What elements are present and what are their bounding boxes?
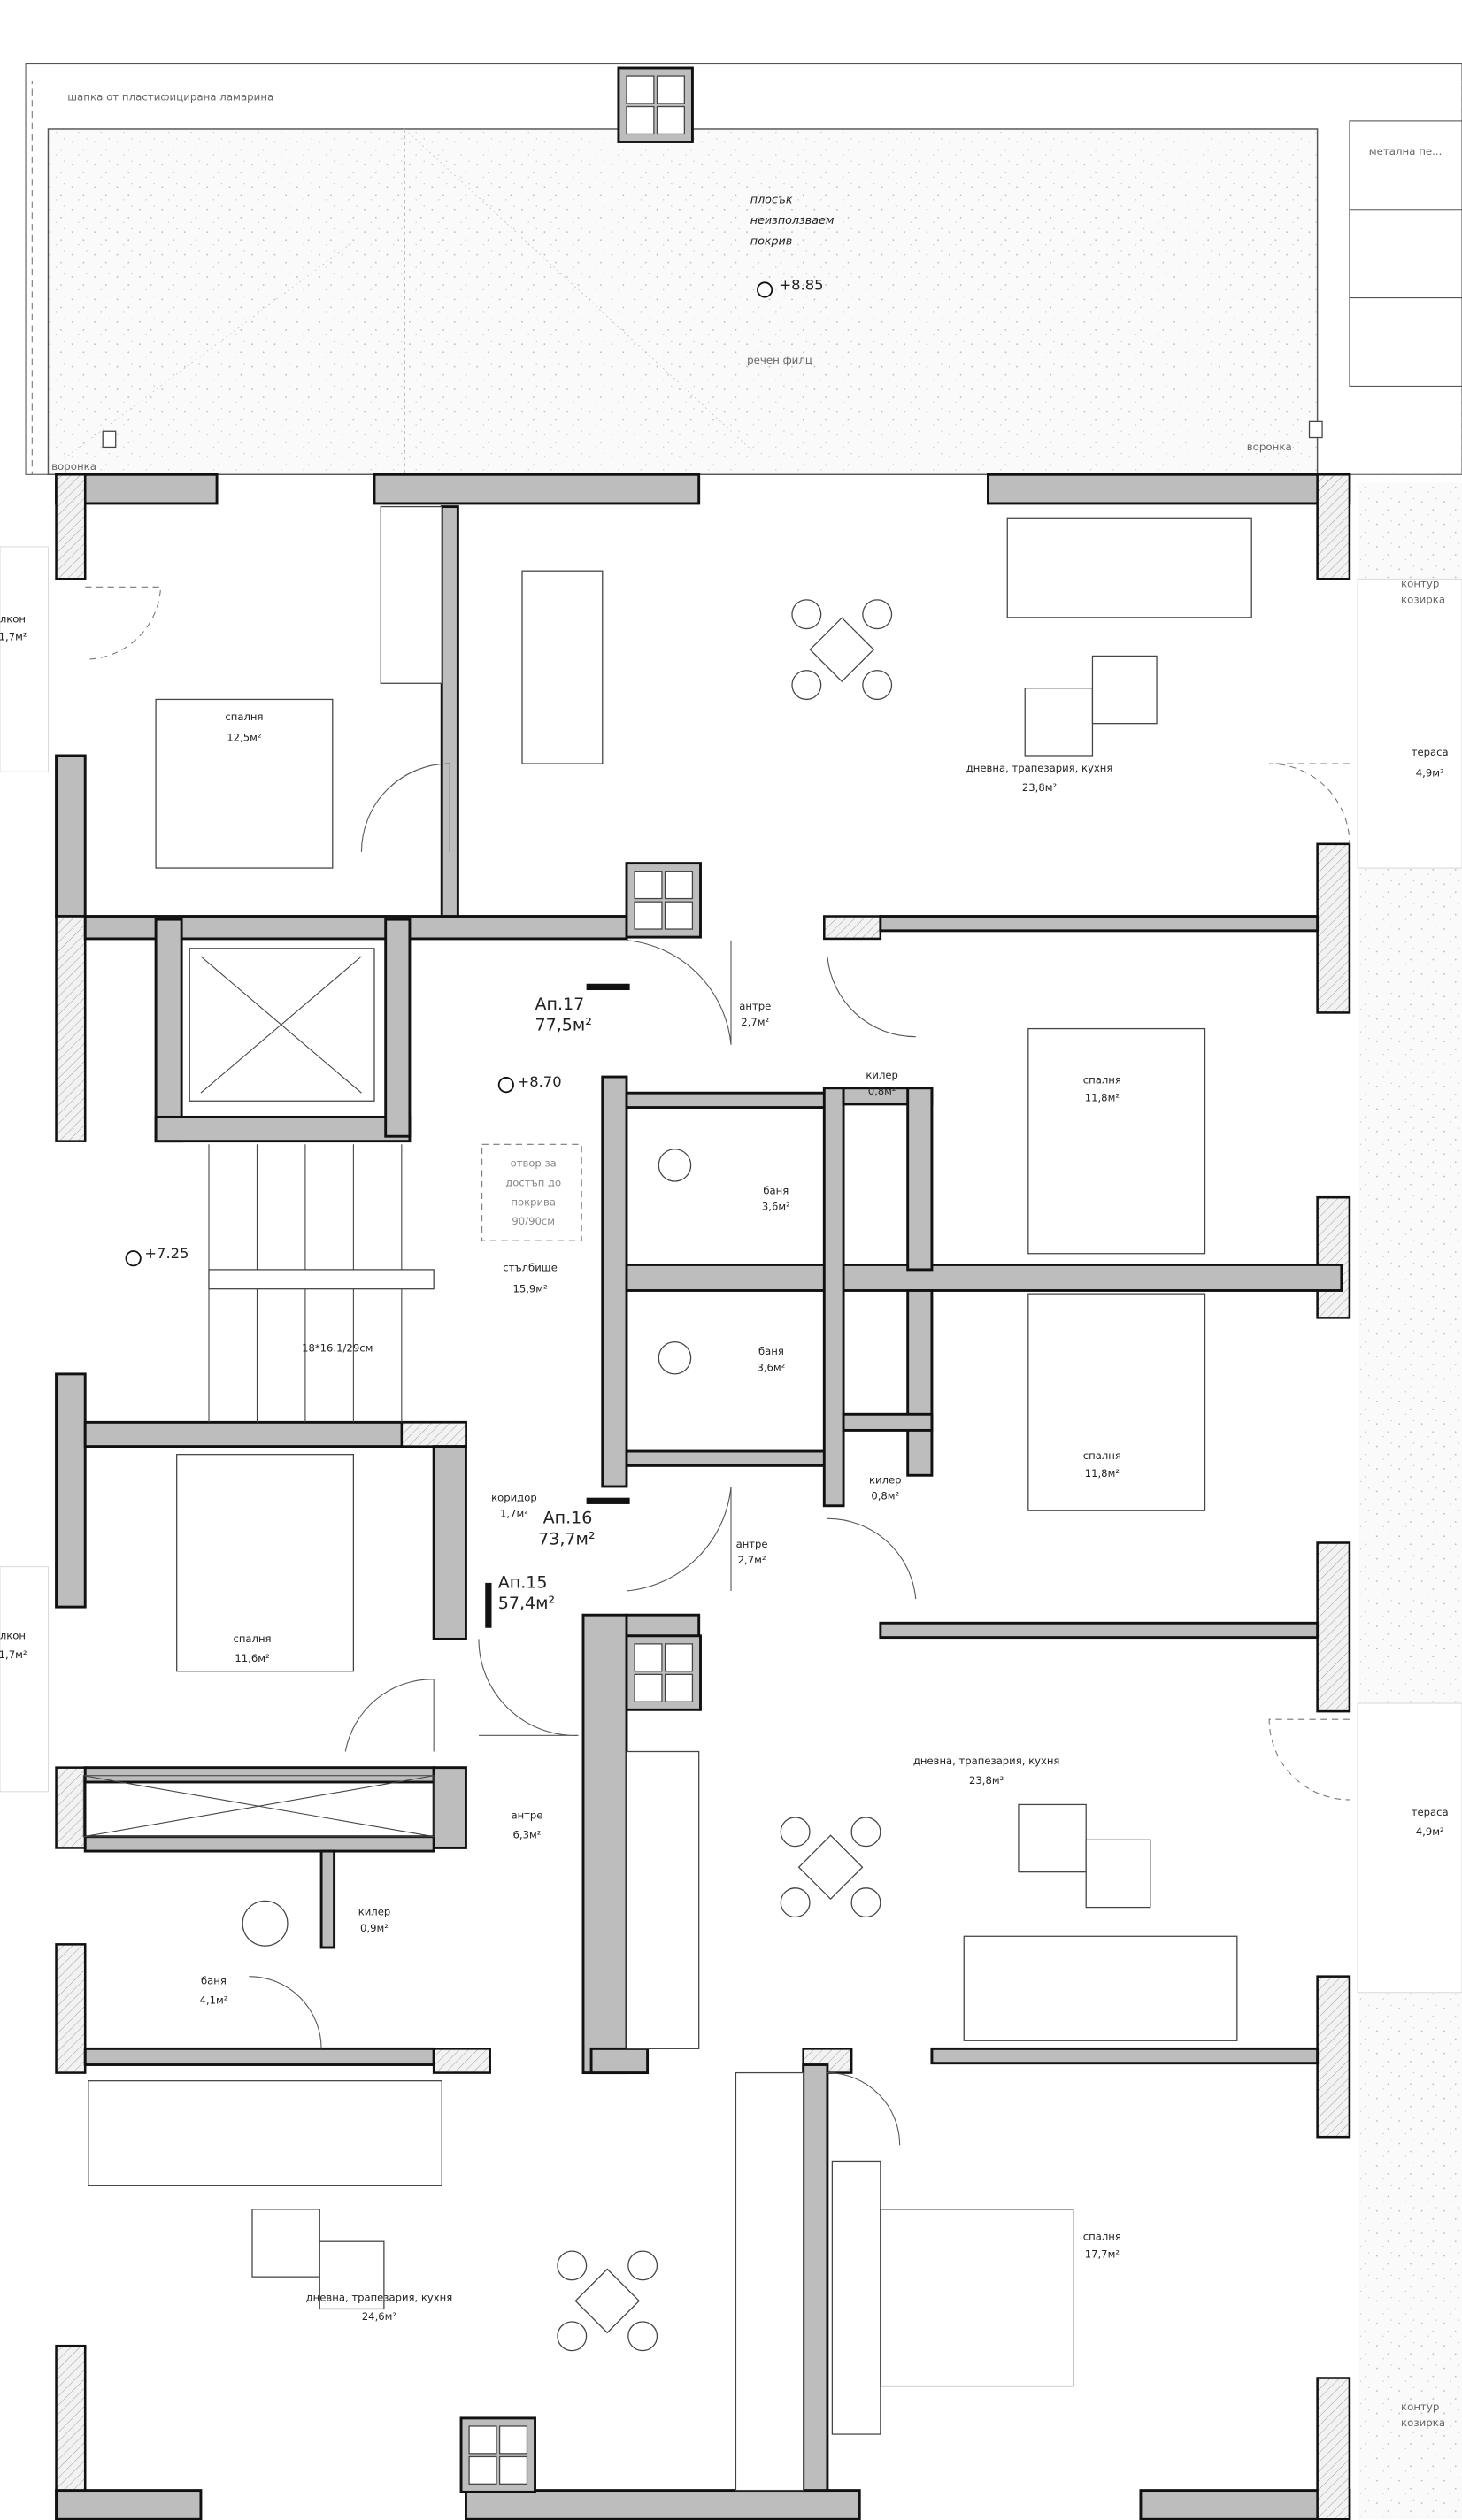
drain-label-left: воронка <box>51 460 96 472</box>
room-area: 3,6м² <box>762 1201 790 1213</box>
ventilation-shaft-icon <box>459 2416 536 2493</box>
room-name: дневна, трапезария, кухня <box>966 762 1113 774</box>
ventilation-shaft-icon <box>625 1634 702 1711</box>
room-name: баня <box>763 1185 789 1197</box>
room-area: 4,1м² <box>200 1994 228 2007</box>
terrace-area: 4,9м² <box>1416 1825 1444 1838</box>
room-name: спалня <box>233 1633 271 1645</box>
room-name: антре <box>511 1809 542 1822</box>
room-name: антре <box>739 1000 771 1012</box>
ap16-area: 73,7м² <box>538 1529 595 1548</box>
level-marker-icon <box>497 1077 514 1094</box>
room-name: спалня <box>225 711 263 723</box>
room-area: 12,5м² <box>227 732 261 744</box>
drain-label-right: воронка <box>1247 441 1292 453</box>
ventilation-shaft-icon <box>625 862 702 939</box>
room-area: 2,7м² <box>741 1016 769 1028</box>
felt-note: речен филц <box>747 354 812 366</box>
roof-hatch-note: достъп до <box>505 1176 561 1188</box>
drain-icon <box>1308 420 1323 439</box>
room-name: баня <box>758 1345 784 1357</box>
terrace-area: 4,9м² <box>1416 767 1444 780</box>
room-name: килер <box>869 1473 902 1486</box>
room-area: 11,8м² <box>1085 1091 1120 1103</box>
room-name: спалня <box>1083 1073 1121 1086</box>
room-area: 0,9м² <box>360 1922 389 1934</box>
roof-area: шапка от пластифицирана ламарина плосък … <box>25 62 1462 476</box>
cap-note: шапка от пластифицирана ламарина <box>67 90 273 103</box>
canopy-note: козирка <box>1401 594 1445 606</box>
canopy-note: козирка <box>1401 2416 1445 2429</box>
room-area: 0,8м² <box>868 1085 896 1097</box>
roof-hatch-note: покрива <box>511 1195 556 1208</box>
room-name: дневна, трапезария, кухня <box>913 1755 1060 1767</box>
roof-hatch-note: отвор за <box>511 1157 557 1170</box>
balcony-name: балкон <box>0 1629 26 1641</box>
room-area: 23,8м² <box>1022 781 1057 794</box>
walls <box>55 472 1351 2520</box>
balcony-name: балкон <box>0 612 26 625</box>
stair-labels: стълбище 15,9м² 18*16.1/29см отвор за до… <box>302 1157 561 1355</box>
balcony-area: 11,7м² <box>0 630 27 642</box>
metal-note: метална пе... <box>1369 145 1443 158</box>
room-area: 3,6м² <box>757 1361 785 1373</box>
stair-core <box>189 948 582 1423</box>
floor-level: +8.70 <box>518 1073 562 1090</box>
drain-icon <box>102 430 117 449</box>
room-area: 11,8м² <box>1085 1467 1120 1479</box>
room-name: спалня <box>1083 1449 1121 1462</box>
roof-note-2: неизползваем <box>750 213 835 227</box>
room-area: 6,3м² <box>513 1829 542 1841</box>
balcony-area: 11,7м² <box>0 1648 27 1661</box>
ap15-name: Ап.15 <box>498 1572 548 1592</box>
room-name: спалня <box>1083 2230 1121 2242</box>
level-marker-icon <box>125 1250 142 1267</box>
roof-note-3: покрив <box>750 234 793 248</box>
terrace-name: тераса <box>1412 1806 1449 1818</box>
exterior-labels: тераса 4,9м² тераса 4,9м² балкон 11,7м² … <box>0 577 1449 2429</box>
room-name: килер <box>358 1906 391 1918</box>
ap17-name: Ап.17 <box>535 995 585 1014</box>
room-area: 1,7м² <box>500 1507 528 1519</box>
ap15-area: 57,4м² <box>498 1594 555 1613</box>
ap17-area: 77,5м² <box>535 1015 592 1034</box>
apartment-labels: Ап.17 77,5м² Ап.16 73,7м² Ап.15 57,4м² <box>498 995 596 1613</box>
ap16-name: Ап.16 <box>543 1509 593 1528</box>
canopy-note: контур <box>1401 2401 1439 2413</box>
stairs-name: стълбище <box>503 1262 558 1274</box>
room-area: 23,8м² <box>969 1774 1004 1786</box>
doors <box>85 586 1350 2146</box>
room-name: дневна, трапезария, кухня <box>306 2291 453 2303</box>
level-marker-icon <box>757 281 773 298</box>
room-labels: спалня 12,5м² дневна, трапезария, кухня … <box>200 711 1121 2323</box>
canopy-note: контур <box>1401 577 1439 589</box>
room-area: 24,6м² <box>362 2310 396 2323</box>
room-name: баня <box>201 1975 227 1987</box>
roof-level: +8.85 <box>779 277 823 294</box>
room-name: килер <box>866 1069 898 1081</box>
landing-level: +7.25 <box>144 1245 189 1262</box>
stairs-area: 15,9м² <box>512 1282 547 1295</box>
room-area: 0,8м² <box>871 1489 899 1502</box>
room-name: антре <box>736 1538 768 1550</box>
room-area: 2,7м² <box>738 1554 766 1566</box>
stairs-steps: 18*16.1/29см <box>302 1341 373 1354</box>
roof-hatch-note: 90/90см <box>512 1215 555 1227</box>
terrace-name: тераса <box>1412 746 1449 758</box>
room-name: коридор <box>491 1491 537 1503</box>
furniture <box>88 505 1252 2492</box>
room-area: 17,7м² <box>1085 2247 1120 2260</box>
roof-note-1: плосък <box>750 192 793 205</box>
room-area: 11,6м² <box>235 1652 269 1664</box>
